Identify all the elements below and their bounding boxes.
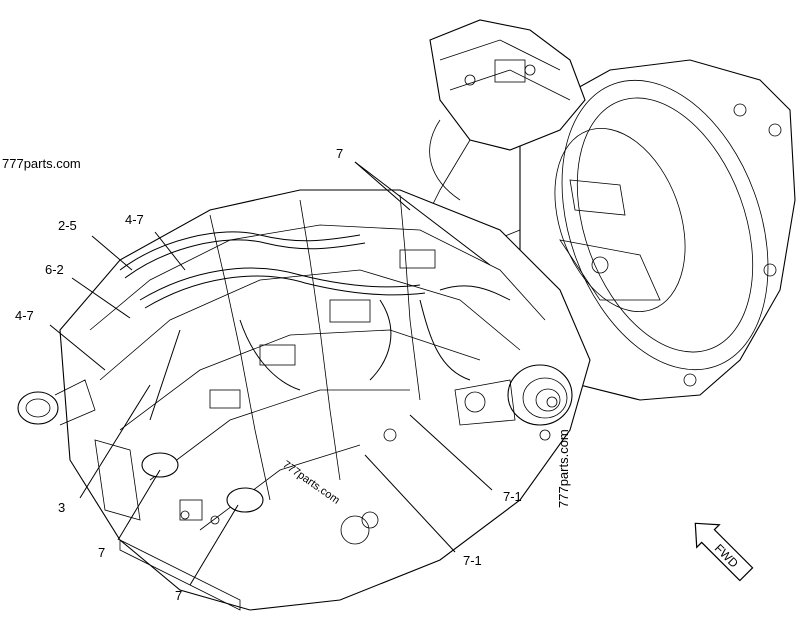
callout-7-1-right: 7-1 — [503, 489, 522, 504]
watermark-right: 777parts.com — [556, 429, 571, 508]
left-output-yoke — [17, 379, 96, 426]
callout-7-mid: 7 — [98, 545, 105, 560]
callout-7-1-lower: 7-1 — [463, 553, 482, 568]
right-output-flange — [454, 364, 573, 441]
callout-7-bottom: 7 — [175, 588, 182, 603]
watermark-left: 777parts.com — [2, 156, 81, 171]
callout-3: 3 — [58, 500, 65, 515]
callout-6-2: 6-2 — [45, 262, 64, 277]
fwd-arrow-badge: FWD — [694, 522, 754, 582]
leader-lines — [49, 161, 493, 586]
bell-housing — [519, 59, 796, 401]
transmission-case — [59, 189, 591, 611]
callout-4-7-lower: 4-7 — [15, 308, 34, 323]
hydraulic-tubes — [119, 231, 511, 421]
fwd-arrow-icon — [694, 522, 754, 582]
callout-2-5: 2-5 — [58, 218, 77, 233]
callout-7-top: 7 — [336, 146, 343, 161]
lower-drive-components — [94, 439, 264, 611]
callout-4-7-upper: 4-7 — [125, 212, 144, 227]
